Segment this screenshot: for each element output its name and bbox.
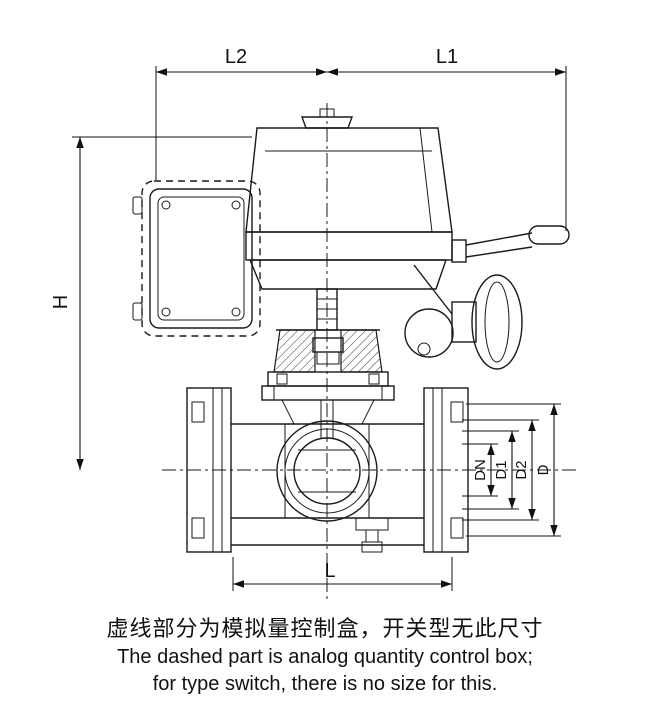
dimension-L: L: [232, 557, 453, 591]
technical-drawing: L2 L1 H: [50, 46, 580, 600]
control-box-screw: [161, 307, 171, 317]
drain-boss: [355, 517, 389, 531]
dim-label-L: L: [324, 560, 335, 582]
ball-housing-inner: [284, 428, 370, 514]
manual-override: [404, 225, 570, 370]
actuator-lower-housing: [248, 259, 447, 290]
dimension-L2: L2: [155, 46, 327, 180]
control-box-tab: [132, 302, 143, 321]
mounting-bracket: [267, 329, 389, 387]
caption-english-line1: The dashed part is analog quantity contr…: [117, 646, 533, 668]
analog-control-box: [132, 180, 261, 337]
bracket-right-hatched: [340, 329, 383, 373]
handwheel-rim: [471, 274, 523, 370]
dimension-D: D: [466, 403, 561, 537]
dim-label-D: D: [535, 464, 552, 475]
dim-label-L1: L1: [436, 46, 458, 68]
dim-label-D2: D2: [513, 460, 530, 479]
control-box-dashed-outline: [141, 180, 261, 337]
dim-label-DN: DN: [472, 459, 489, 481]
drain-nut: [361, 541, 383, 553]
flange-bolt-slot: [450, 401, 464, 423]
caption-english-line2: for type switch, there is no size for th…: [152, 673, 498, 695]
right-end-flange: [423, 387, 469, 553]
flange-bolt-slot: [450, 517, 464, 539]
actuator-body: [245, 127, 453, 233]
caption: 虚线部分为模拟量控制盒，开关型无此尺寸 The dashed part is a…: [0, 614, 650, 698]
control-box-screw: [231, 307, 241, 317]
dimension-L1: L1: [327, 46, 567, 231]
stem-nut: [312, 337, 344, 353]
actuator-base-band: [245, 231, 453, 261]
override-pivot-hole: [417, 342, 431, 356]
dim-label-H: H: [50, 295, 72, 309]
valve-body: [186, 385, 469, 553]
dimension-D2: D2: [462, 419, 539, 521]
handwheel-hub: [451, 301, 477, 343]
drain-bolt: [365, 529, 379, 543]
bonnet-flange: [261, 385, 395, 401]
dimension-DN: DN: [462, 443, 498, 497]
control-box-tab: [132, 196, 143, 215]
ball-housing-outer: [276, 420, 378, 522]
dim-label-L2: L2: [225, 46, 247, 68]
control-box-screw: [231, 200, 241, 210]
handwheel-rim-inner: [484, 281, 510, 363]
crank-grip: [528, 225, 570, 245]
dim-label-D1: D1: [493, 460, 510, 479]
dimension-H: H: [50, 136, 252, 470]
electric-actuator: [245, 108, 453, 331]
caption-chinese: 虚线部分为模拟量控制盒，开关型无此尺寸: [106, 616, 544, 641]
crank-mount: [451, 239, 467, 263]
flange-bolt-slot: [191, 517, 205, 539]
ball: [293, 437, 361, 505]
left-end-flange: [186, 387, 232, 553]
control-box-screw: [161, 200, 171, 210]
override-pivot-plate: [404, 308, 454, 358]
flange-bolt-slot: [191, 401, 205, 423]
bracket-left-hatched: [273, 329, 316, 373]
override-lever: [413, 264, 453, 315]
dimension-D1: D1: [462, 430, 519, 510]
